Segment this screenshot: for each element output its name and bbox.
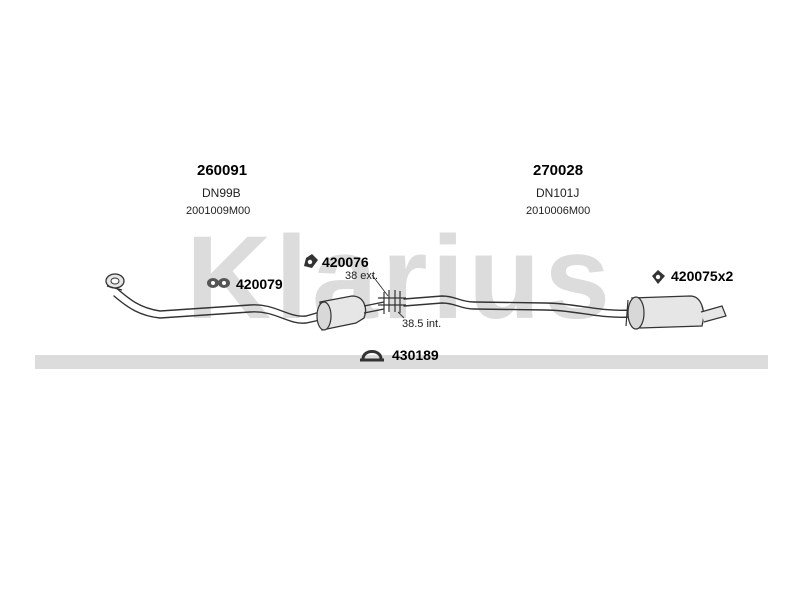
rubber-mount-icon	[304, 254, 318, 268]
rubber-mount-label: 420076	[322, 254, 369, 270]
gasket-icon	[207, 278, 230, 288]
clamp-label: 430189	[392, 347, 439, 363]
rear-code: DN101J	[536, 186, 580, 200]
rear-mount-label: 420075x2	[671, 268, 734, 284]
rear-pipe	[403, 295, 631, 318]
front-ref: 2001009M00	[186, 205, 251, 217]
rear-mount-icon	[652, 270, 665, 284]
pipe-ext-label: 38 ext.	[345, 270, 379, 282]
front-part-number: 260091	[197, 162, 248, 179]
pipe-joint	[371, 274, 406, 319]
brand-watermark: Klarius	[186, 212, 614, 344]
front-pipe	[113, 285, 321, 324]
watermark-bar	[35, 355, 768, 369]
center-silencer	[316, 295, 385, 331]
clamp-icon	[360, 350, 384, 362]
rear-ref: 2010006M00	[526, 205, 591, 217]
rear-part-number: 270028	[533, 162, 584, 179]
front-code: DN99B	[202, 186, 241, 200]
rear-silencer	[625, 295, 727, 330]
gasket-label: 420079	[236, 276, 283, 292]
front-flange	[105, 273, 125, 291]
pipe-int-label: 38.5 int.	[402, 318, 442, 330]
